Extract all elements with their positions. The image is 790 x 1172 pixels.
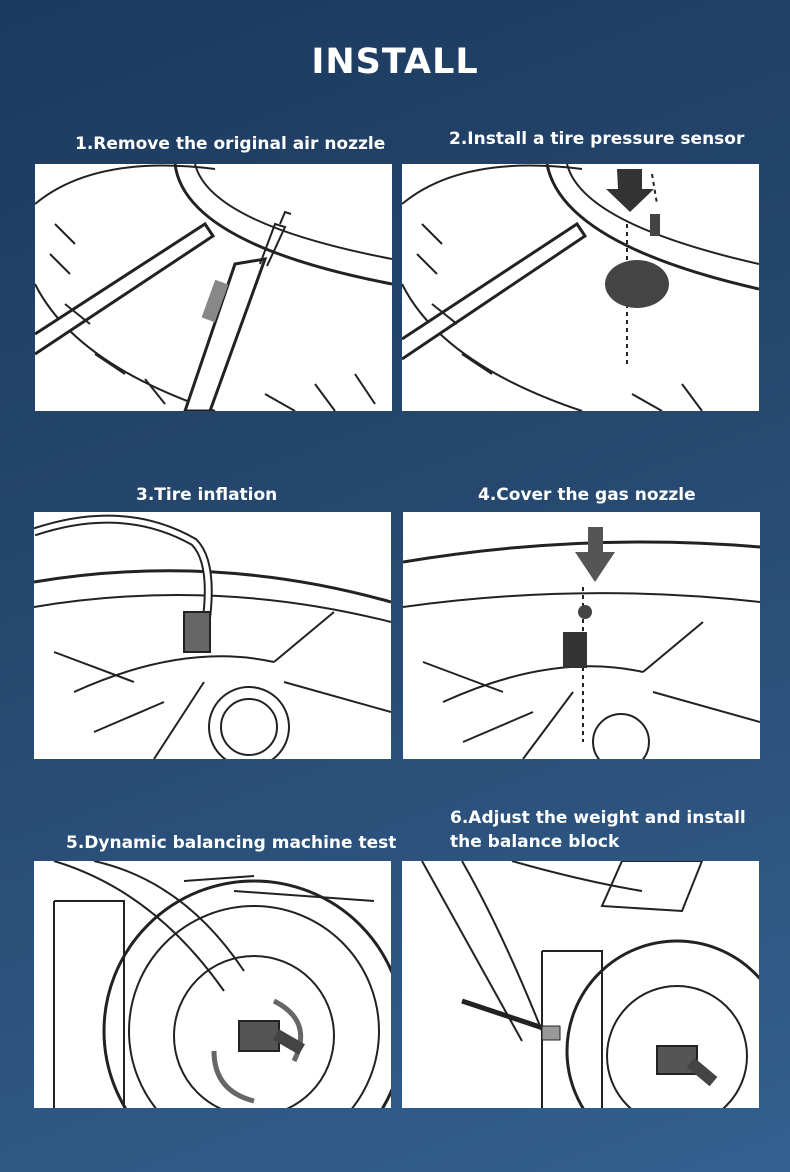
- step-6-caption-line-1: 6.Adjust the weight and install: [450, 808, 746, 828]
- step-4-caption: 4.Cover the gas nozzle: [478, 485, 696, 505]
- cover-nozzle-drawing: [403, 527, 760, 759]
- step-3-caption: 3.Tire inflation: [136, 485, 278, 505]
- balancing-machine-drawing: [53, 861, 391, 1108]
- step-3-illustration: [34, 512, 391, 759]
- step-5-caption: 5.Dynamic balancing machine test: [66, 833, 397, 853]
- remove-air-nozzle-drawing: [35, 164, 392, 411]
- page-title: INSTALL: [311, 42, 479, 82]
- step-2-caption: 2.Install a tire pressure sensor: [449, 129, 745, 149]
- step-6-illustration: [402, 861, 759, 1108]
- step-4-illustration: [403, 512, 760, 759]
- install-sensor-drawing: [402, 164, 759, 411]
- step-1-caption: 1.Remove the original air nozzle: [75, 134, 386, 154]
- tire-inflation-drawing: [34, 514, 391, 759]
- step-1-illustration: [35, 164, 392, 411]
- step-2-illustration: [402, 164, 759, 411]
- step-6-caption: 6.Adjust the weight and install the bala…: [450, 806, 746, 854]
- adjust-weight-drawing: [421, 861, 759, 1108]
- step-5-illustration: [34, 861, 391, 1108]
- step-6-caption-line-2: the balance block: [450, 832, 620, 852]
